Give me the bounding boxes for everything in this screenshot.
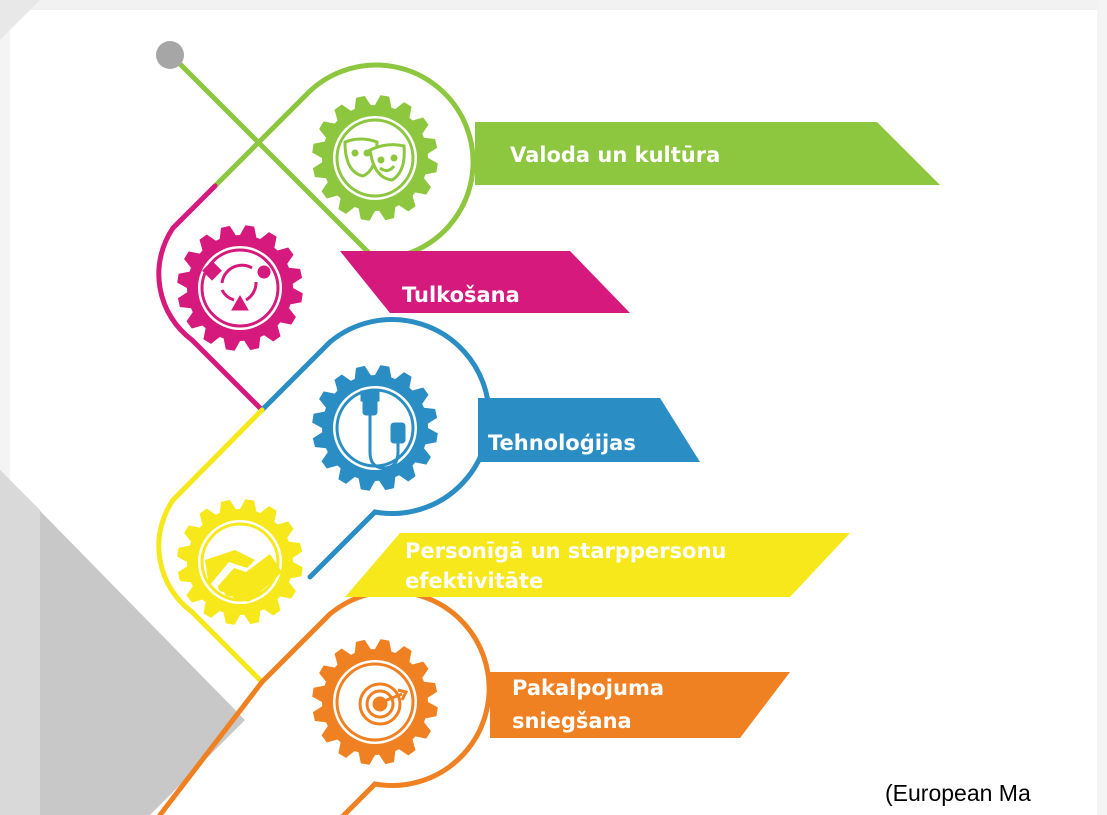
magenta-loop-line [156, 183, 265, 413]
translation-cycle-icon [202, 260, 271, 311]
label-tulkosana: Tulkošana [402, 283, 520, 307]
banner-tulkosana [340, 251, 630, 313]
label-pakalpojuma-line2: sniegšana [512, 709, 632, 733]
label-tehnologijas: Tehnoloģijas [488, 431, 636, 455]
label-pakalpojuma-line1: Pakalpojuma [512, 676, 664, 700]
start-dot [156, 41, 184, 69]
label-personiga-line2: efektivitāte [405, 569, 544, 593]
label-valoda-un-kultura: Valoda un kultūra [510, 143, 721, 167]
banner-valoda [475, 122, 940, 185]
banner-pakalpojuma [490, 672, 790, 738]
theater-masks-icon [343, 137, 406, 182]
banner-personiga [345, 533, 850, 597]
handshake-icon [205, 550, 282, 602]
source-citation: (European Ma [885, 780, 1031, 806]
target-icon [358, 682, 409, 726]
grey-triangle-shade [0, 470, 40, 815]
corner-triangle [0, 0, 40, 40]
label-personiga-line1: Personīgā un starppersonu [405, 539, 727, 563]
gear-tulkosana [177, 225, 303, 351]
grey-triangle-decoration [0, 470, 245, 815]
green-start-line [169, 53, 265, 149]
banner-tehnologijas [478, 398, 700, 462]
top-border-band [0, 0, 1107, 10]
yellow-loop-line [156, 407, 265, 685]
green-loop-line [212, 62, 476, 262]
blue-loop-line [259, 317, 492, 580]
right-border-band [1097, 0, 1107, 815]
usb-cable-icon [360, 390, 406, 470]
orange-tail-line [157, 679, 265, 815]
gear-tehnologijas [312, 365, 438, 491]
